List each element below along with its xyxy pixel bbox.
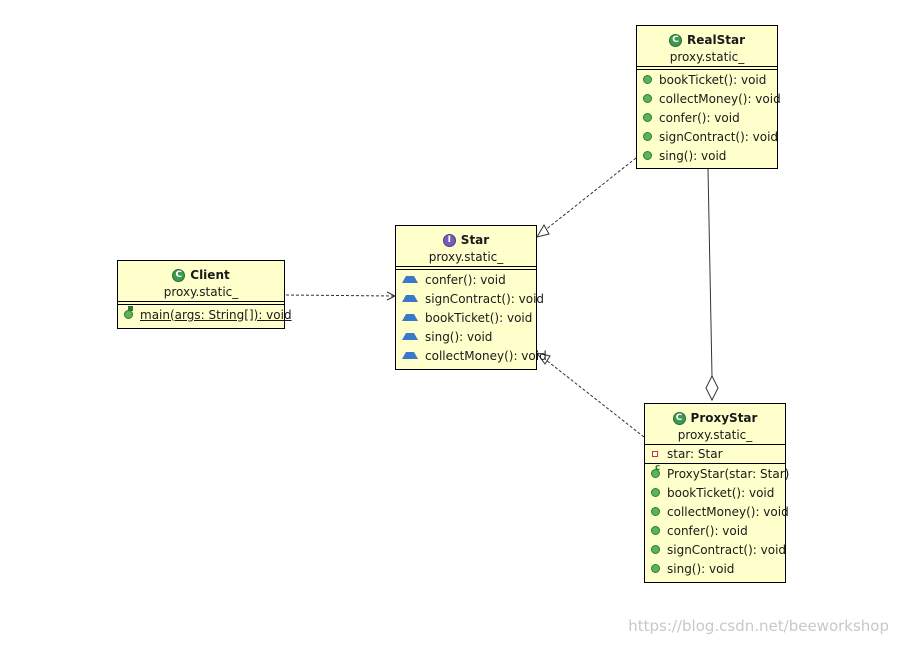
method-signature: bookTicket(): void: [667, 485, 775, 500]
abstract-method-icon: [402, 276, 418, 283]
private-field-icon: [652, 451, 658, 457]
method-signature: signContract(): void: [667, 542, 787, 557]
method-row[interactable]: main(args: String[]): void: [118, 305, 292, 324]
static-method-icon: [124, 306, 133, 319]
field-list: star: Star: [645, 445, 785, 463]
method-row[interactable]: collectMoney(): void: [396, 346, 547, 365]
method-row[interactable]: signContract(): void: [645, 540, 787, 559]
package-name: proxy.static_: [677, 428, 753, 442]
public-method-icon: [651, 488, 660, 497]
class-name: Star: [460, 233, 490, 247]
class-icon: C: [172, 268, 186, 282]
method-signature: bookTicket(): void: [425, 310, 533, 325]
method-row[interactable]: signContract(): void: [396, 289, 544, 308]
interface-icon: I: [442, 233, 456, 247]
compartment-divider: [637, 66, 777, 70]
method-row[interactable]: bookTicket(): void: [637, 70, 777, 89]
dependency-line: [285, 294, 395, 297]
class-name: ProxyStar: [690, 411, 758, 425]
public-method-icon: [651, 526, 660, 535]
public-method-icon: [651, 545, 660, 554]
abstract-method-icon: [402, 333, 418, 340]
method-list: c ProxyStar(star: Star) bookTicket(): voi…: [645, 463, 789, 578]
package-name: proxy.static_: [669, 50, 745, 64]
realization-arrowhead-realstar: [535, 223, 550, 238]
interface-box-star[interactable]: I Star proxy.static_ confer(): void sign…: [395, 225, 547, 370]
compartment-divider: [645, 463, 785, 464]
public-method-icon: [643, 151, 652, 160]
method-signature: confer(): void: [667, 523, 748, 538]
aggregation-diamond: [705, 374, 719, 402]
compartment-divider: [118, 301, 284, 305]
method-row[interactable]: bookTicket(): void: [645, 483, 785, 502]
abstract-method-icon: [402, 295, 418, 302]
constructor-icon: c: [651, 463, 660, 478]
method-row[interactable]: bookTicket(): void: [396, 308, 536, 327]
abstract-method-icon: [402, 314, 418, 321]
compartment-divider: [645, 444, 785, 445]
package-name: proxy.static_: [163, 285, 239, 299]
aggregation-line: [707, 168, 713, 377]
realization-arrowhead-proxystar: [535, 352, 551, 365]
method-signature: signContract(): void: [425, 291, 545, 306]
class-name: Client: [190, 268, 230, 282]
method-row[interactable]: collectMoney(): void: [637, 89, 781, 108]
public-method-icon: [651, 507, 660, 516]
method-row[interactable]: sing(): void: [637, 146, 777, 165]
field-row[interactable]: star: Star: [645, 445, 785, 463]
compartment-divider: [396, 266, 536, 270]
method-list: confer(): void signContract(): void book…: [396, 270, 547, 365]
class-name: RealStar: [687, 33, 745, 47]
method-signature: confer(): void: [659, 110, 740, 125]
field-signature: star: Star: [667, 447, 723, 461]
class-header: C ProxyStar proxy.static_: [645, 404, 785, 444]
method-row[interactable]: sing(): void: [396, 327, 536, 346]
public-method-icon: [643, 132, 652, 141]
class-icon: C: [672, 411, 686, 425]
method-signature: main(args: String[]): void: [140, 307, 292, 322]
method-list: bookTicket(): void collectMoney(): void …: [637, 70, 781, 165]
realization-line-realstar: [543, 157, 637, 232]
method-signature: sing(): void: [659, 148, 727, 163]
method-signature: signContract(): void: [659, 129, 779, 144]
public-method-icon: [643, 75, 652, 84]
public-method-icon: [643, 113, 652, 122]
abstract-method-icon: [402, 352, 418, 359]
class-box-proxystar[interactable]: C ProxyStar proxy.static_ star: Star c Pr…: [644, 403, 789, 583]
watermark: https://blog.csdn.net/beeworkshop: [628, 617, 889, 635]
class-icon: C: [669, 33, 682, 47]
package-name: proxy.static_: [428, 250, 504, 264]
realization-line-proxystar: [545, 359, 645, 438]
class-header: C Client proxy.static_: [118, 261, 284, 301]
method-row[interactable]: confer(): void: [396, 270, 536, 289]
method-row[interactable]: confer(): void: [637, 108, 777, 127]
method-row[interactable]: collectMoney(): void: [645, 502, 789, 521]
class-header: I Star proxy.static_: [396, 226, 536, 266]
method-row[interactable]: c ProxyStar(star: Star): [645, 463, 789, 483]
method-row[interactable]: sing(): void: [645, 559, 785, 578]
class-header: C RealStar proxy.static_: [637, 26, 777, 66]
method-signature: sing(): void: [667, 561, 735, 576]
method-signature: ProxyStar(star: Star): [667, 466, 790, 481]
method-signature: confer(): void: [425, 272, 506, 287]
method-signature: bookTicket(): void: [659, 72, 767, 87]
method-row[interactable]: confer(): void: [645, 521, 785, 540]
public-method-icon: [651, 564, 660, 573]
method-list: main(args: String[]): void: [118, 305, 292, 324]
public-method-icon: [643, 94, 652, 103]
method-signature: sing(): void: [425, 329, 493, 344]
class-box-realstar[interactable]: C RealStar proxy.static_ bookTicket(): v…: [636, 25, 781, 169]
class-box-client[interactable]: C Client proxy.static_ main(args: String…: [117, 260, 292, 329]
method-signature: collectMoney(): void: [425, 348, 547, 363]
method-signature: collectMoney(): void: [659, 91, 781, 106]
method-row[interactable]: signContract(): void: [637, 127, 779, 146]
method-signature: collectMoney(): void: [667, 504, 789, 519]
